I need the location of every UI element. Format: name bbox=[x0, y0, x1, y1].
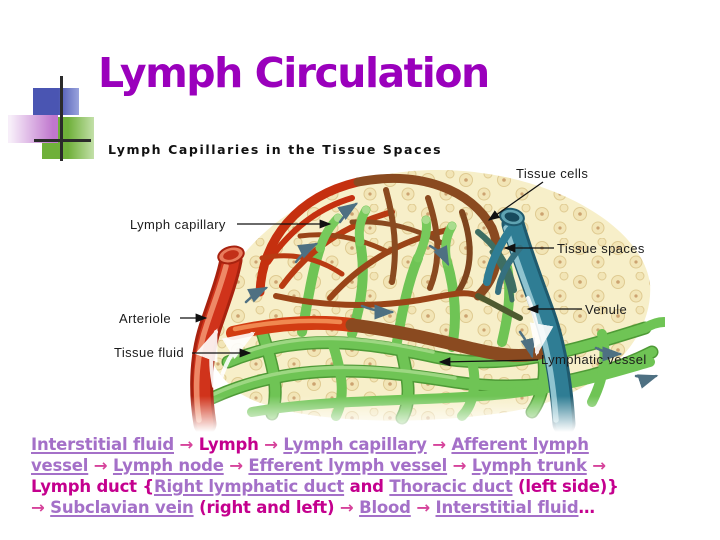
flow-link[interactable]: Efferent lymph vessel bbox=[248, 456, 448, 475]
arteriole-vessel bbox=[190, 245, 245, 432]
label-tissue-cells: Tissue cells bbox=[516, 166, 589, 181]
flow-text: → bbox=[223, 456, 249, 475]
flow-text: → bbox=[586, 456, 606, 475]
flow-link[interactable]: Lymph node bbox=[112, 456, 224, 475]
flow-text: … bbox=[578, 498, 596, 517]
flow-text: → bbox=[447, 456, 472, 475]
decor-vertical-line bbox=[60, 76, 63, 161]
label-leader-lines bbox=[180, 181, 582, 367]
figure-heading: Lymph Capillaries in the Tissue Spaces bbox=[108, 142, 443, 157]
flow-link[interactable]: Lymph trunk bbox=[471, 456, 587, 475]
flow-link[interactable]: Interstitial fluid bbox=[435, 498, 579, 517]
label-arteriole: Arteriole bbox=[119, 311, 172, 326]
flow-text: Lymph duct { bbox=[31, 477, 154, 496]
decor-horizontal-line bbox=[34, 139, 91, 142]
page-title: Lymph Circulation bbox=[98, 49, 490, 97]
flow-link[interactable]: vessel bbox=[31, 456, 89, 475]
flow-sequence: Interstitial fluid → Lymph → Lymph capil… bbox=[31, 434, 719, 518]
flow-link[interactable]: Thoracic duct bbox=[389, 477, 513, 496]
flow-text: (left side)} bbox=[512, 477, 619, 496]
flow-text: (right and left) bbox=[193, 498, 340, 517]
flow-link[interactable]: Right lymphatic duct bbox=[153, 477, 345, 496]
tissue-background bbox=[207, 169, 651, 421]
decor-blue-square bbox=[33, 88, 79, 115]
flow-text: and bbox=[344, 477, 390, 496]
flow-text: → bbox=[88, 456, 113, 475]
label-venule: Venule bbox=[585, 302, 628, 317]
label-lymph-capillary: Lymph capillary bbox=[130, 217, 226, 232]
flow-text: → bbox=[410, 498, 436, 517]
flow-text: Lymph bbox=[198, 435, 259, 454]
venule-vessel bbox=[483, 207, 576, 432]
flow-text: → bbox=[339, 498, 360, 517]
lymph-diagram-illustration bbox=[100, 169, 665, 432]
flow-link[interactable]: Afferent lymph bbox=[451, 435, 589, 454]
flow-text: → bbox=[174, 435, 199, 454]
label-lymphatic-vessel: Lymphatic vessel bbox=[541, 352, 647, 367]
label-tissue-spaces: Tissue spaces bbox=[557, 241, 645, 256]
flow-link[interactable]: Blood bbox=[359, 498, 411, 517]
bottom-fade bbox=[100, 396, 665, 432]
flow-text: → bbox=[258, 435, 284, 454]
decor-purple-square bbox=[8, 115, 58, 143]
flow-link[interactable]: Subclavian vein bbox=[50, 498, 194, 517]
label-tissue-fluid: Tissue fluid bbox=[114, 345, 185, 360]
flow-link[interactable]: Interstitial fluid bbox=[31, 435, 174, 454]
flow-text: → bbox=[31, 498, 51, 517]
flow-text: → bbox=[426, 435, 452, 454]
flow-link[interactable]: Lymph capillary bbox=[283, 435, 427, 454]
flow-direction-arrows bbox=[244, 202, 659, 389]
